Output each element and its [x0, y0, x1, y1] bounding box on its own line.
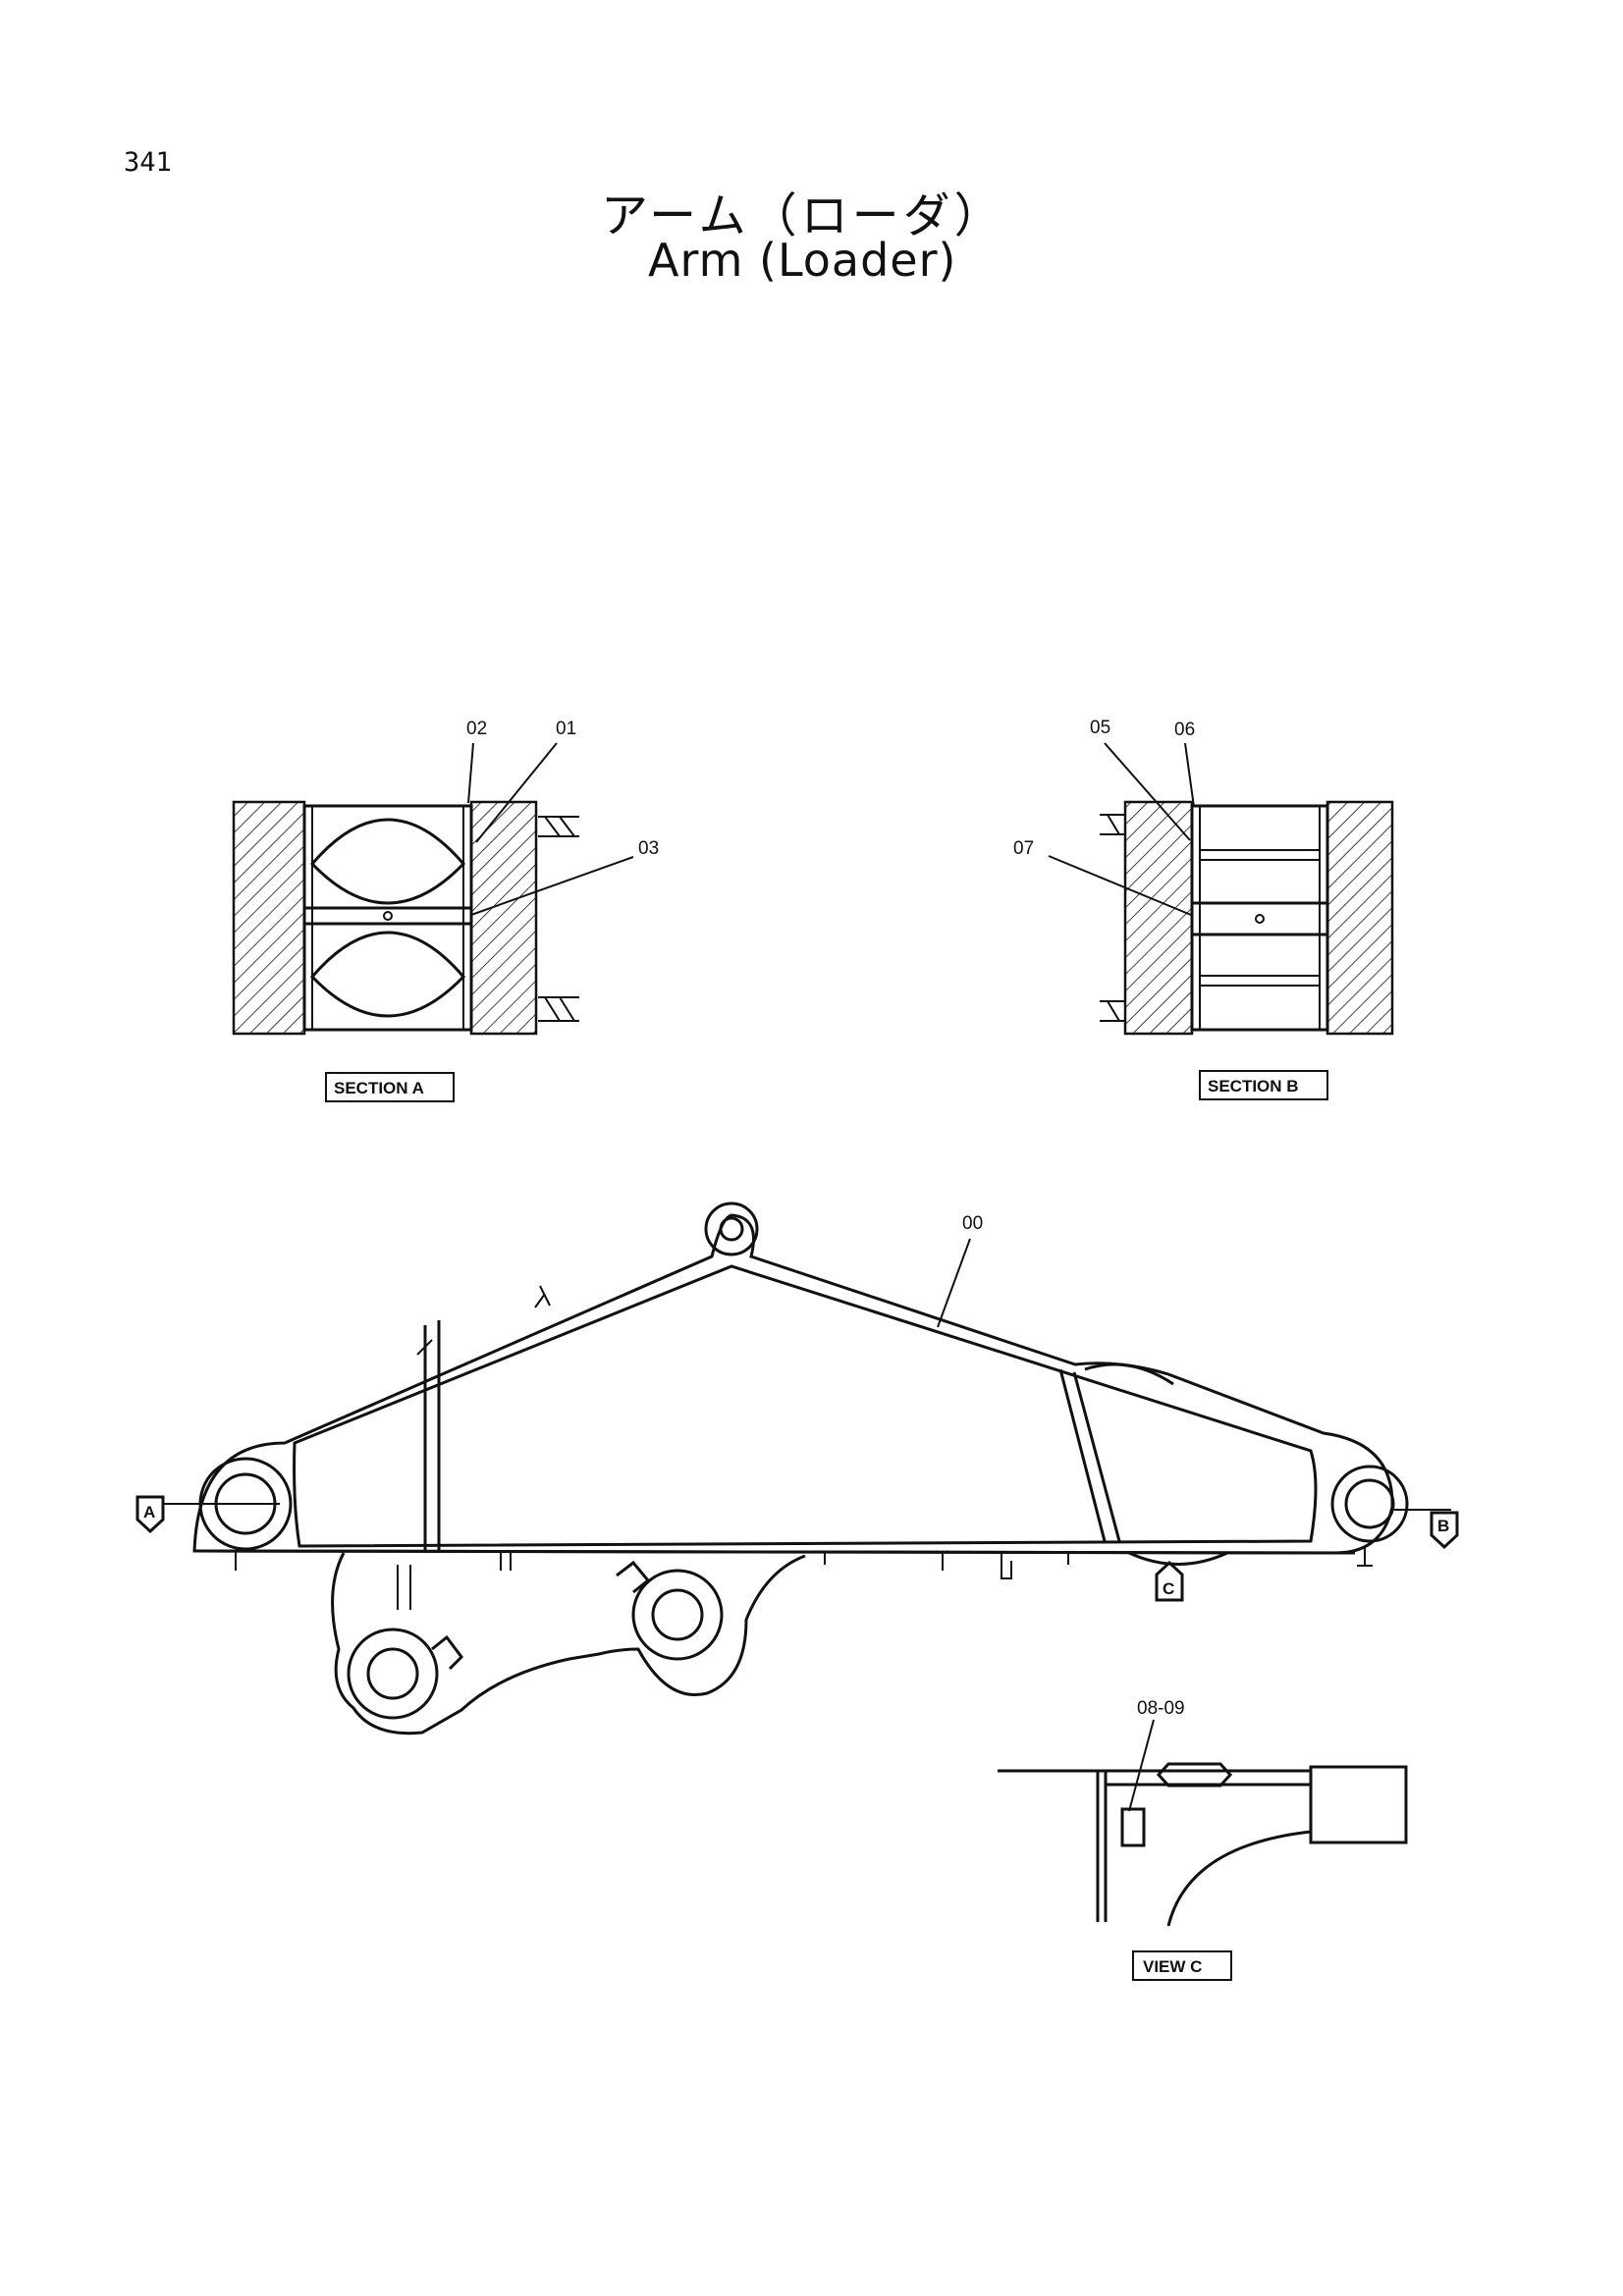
- section-b-drawing: [1048, 742, 1394, 1036]
- arm-main-view: [135, 1201, 1459, 1735]
- section-a-callout-01: 01: [556, 719, 576, 739]
- view-c-callout-08-09: 08-09: [1137, 1698, 1185, 1719]
- view-c-caption-box: [1132, 1950, 1232, 1981]
- section-b-caption: SECTION B: [1208, 1077, 1299, 1095]
- section-a-caption: SECTION A: [334, 1079, 424, 1097]
- section-a-callout-02: 02: [466, 719, 487, 739]
- page-title-english: Arm (Loader): [648, 234, 957, 287]
- main-callout-00: 00: [962, 1213, 983, 1234]
- section-b-caption-box: [1199, 1070, 1328, 1100]
- section-a-drawing: [232, 742, 634, 1036]
- section-b-callout-05: 05: [1090, 718, 1110, 738]
- section-marker-b: B: [1437, 1517, 1449, 1535]
- view-c-caption: VIEW C: [1143, 1957, 1202, 1976]
- view-c-drawing: [998, 1719, 1408, 1927]
- section-b-callout-07: 07: [1013, 838, 1034, 859]
- page-number: 341: [124, 147, 172, 178]
- section-b-callout-06: 06: [1174, 720, 1195, 740]
- section-a-callout-03: 03: [638, 838, 659, 859]
- section-marker-a: A: [143, 1503, 155, 1522]
- view-marker-c: C: [1163, 1579, 1174, 1598]
- section-a-caption-box: [325, 1072, 455, 1102]
- page-title-japanese: アーム（ローダ）: [601, 188, 1005, 243]
